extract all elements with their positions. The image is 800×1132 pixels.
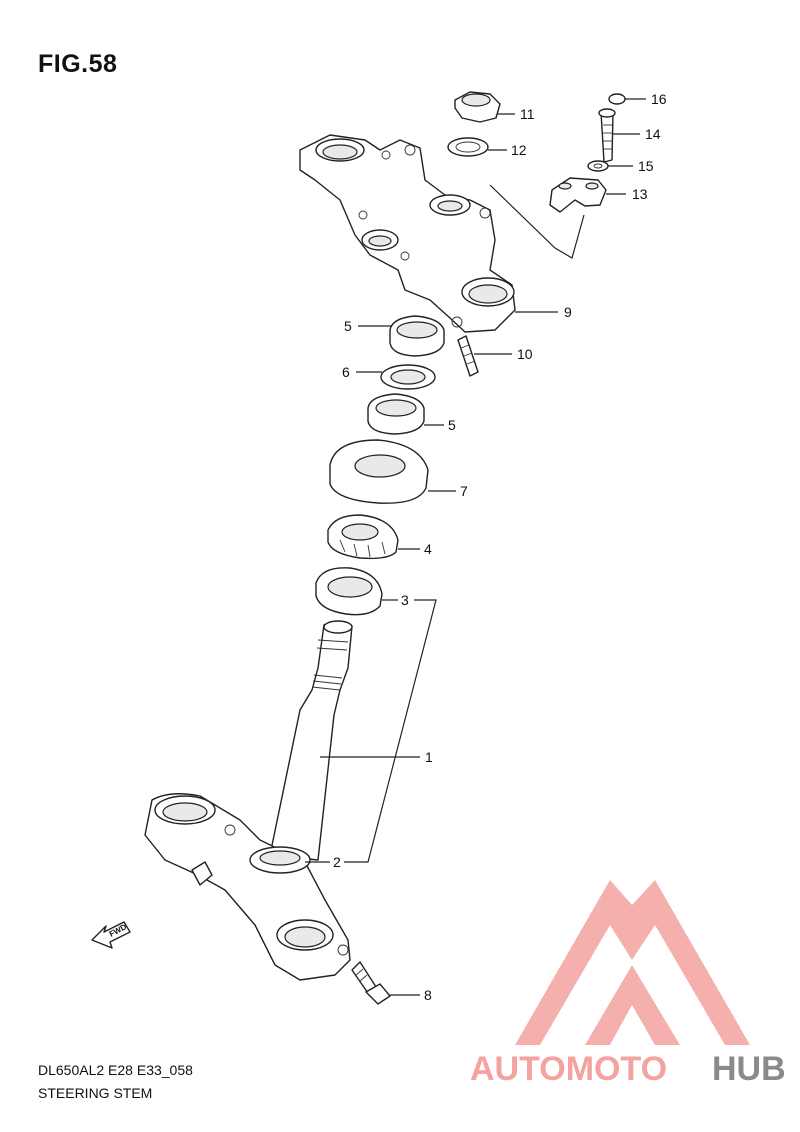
part-16-plug: [608, 93, 626, 105]
part-6-washer: [380, 364, 436, 390]
watermark-text: AUTOMOTO HUB: [470, 1050, 786, 1088]
callout-13: 13: [632, 186, 648, 202]
part-5-nut-upper: [389, 315, 445, 357]
callout-12: 12: [511, 142, 527, 158]
figure-title: FIG.58: [38, 50, 118, 78]
callout-1: 1: [425, 749, 433, 765]
part-15-washer: [587, 160, 609, 172]
watermark-logo: [515, 880, 750, 1045]
lower-bracket: [144, 793, 351, 981]
part-8-bolt: [351, 961, 391, 1005]
part-4-bearing: [327, 514, 399, 560]
figure-code: DL650AL2 E28 E33_058: [38, 1062, 193, 1078]
callout-14: 14: [645, 126, 661, 142]
callout-6: 6: [342, 364, 350, 380]
part-7-seal: [329, 439, 429, 504]
callout-11: 11: [520, 106, 535, 122]
upper-bracket: [299, 134, 516, 333]
watermark-word1: AUTOMOTO: [470, 1050, 667, 1088]
callout-2: 2: [333, 854, 341, 870]
callout-16: 16: [651, 91, 667, 107]
part-5-nut-lower: [367, 393, 425, 435]
part-11-cap: [454, 91, 501, 123]
callout-8: 8: [424, 987, 432, 1003]
part-13-clamp: [549, 177, 607, 213]
watermark-triangle-icon: [515, 880, 750, 1045]
watermark-word2: HUB: [712, 1050, 786, 1088]
part-2-seal: [249, 846, 311, 874]
part-3-race: [315, 567, 383, 616]
callout-15: 15: [638, 158, 654, 174]
part-10-stud: [457, 335, 479, 377]
callout-9: 9: [564, 304, 572, 320]
part-14-bolt: [598, 108, 616, 163]
callout-5-lower: 5: [448, 417, 456, 433]
part-1-steering-stem: [269, 620, 353, 861]
callout-7: 7: [460, 483, 468, 499]
leader-lines: [305, 98, 646, 996]
callout-3: 3: [401, 592, 409, 608]
figure-name: STEERING STEM: [38, 1085, 153, 1101]
callout-10: 10: [517, 346, 533, 362]
fwd-arrow-icon: FWD: [91, 921, 131, 949]
callout-5-upper: 5: [344, 318, 352, 334]
callout-numbers: 1 2 3 4 5 5 6 7 8 9 10 11 12 13 14 15 16: [333, 91, 667, 1003]
callout-4: 4: [424, 541, 432, 557]
part-12-washer: [447, 137, 489, 157]
